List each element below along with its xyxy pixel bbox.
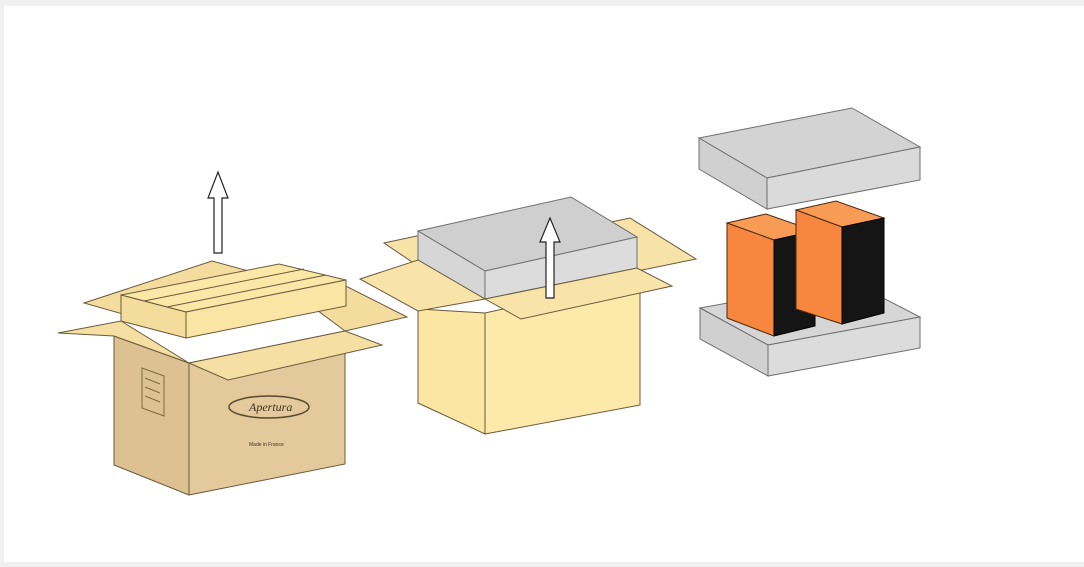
unboxing-diagram: Apertura Made in France <box>4 6 1084 562</box>
step-1-carton: Apertura Made in France <box>58 172 407 495</box>
carton-left-face <box>114 336 189 495</box>
speaker-1-side <box>727 223 774 336</box>
step2-box-left <box>418 309 485 434</box>
speaker-2-front <box>842 218 884 324</box>
made-in-label: Made in France <box>249 442 284 448</box>
step-3-speakers <box>699 108 920 376</box>
step-2-carton <box>360 197 696 434</box>
brand-logo: Apertura <box>248 400 292 414</box>
speaker-2-side <box>796 210 842 324</box>
lift-arrow-1 <box>208 172 228 253</box>
diagram-panel: Apertura Made in France <box>4 6 1084 562</box>
